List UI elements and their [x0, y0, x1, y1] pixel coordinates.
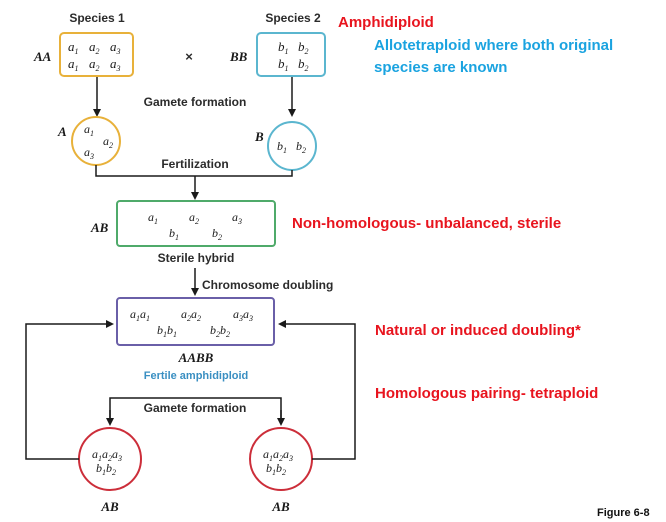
chromosome-a3: a3	[232, 210, 242, 226]
annotation-nonhomologous: Non-homologous- unbalanced, sterile	[292, 215, 562, 232]
species2-chromosomes: b1 b2 b1 b2	[278, 39, 309, 73]
chromosome-b1: b1	[277, 139, 287, 155]
chromosome-b1-pair: b1b1	[157, 323, 177, 339]
amphidiploid-box	[116, 297, 275, 346]
fertile-amphidiploid-label: Fertile amphidiploid	[144, 370, 249, 382]
chromosome-a3: a3	[84, 145, 94, 161]
chromosome-a1: a1	[84, 122, 94, 138]
annotation-amphidiploid: Amphidiploid	[338, 14, 434, 31]
chromosome-b2-pair: b2b2	[210, 323, 230, 339]
chromosome-b2: b2	[298, 39, 309, 56]
left-feedback-arrow	[25, 320, 114, 460]
gamete1-chromosomes: a1 a2 a3	[84, 122, 113, 161]
chromosome-a1: a1	[68, 56, 79, 73]
gamete-formation-connector	[109, 397, 282, 418]
chromosome-a3-pair: a3a3	[233, 307, 253, 323]
hybrid-genome-label: AB	[90, 220, 109, 235]
species2-genome-label: BB	[229, 49, 248, 64]
right-feedback-arrow	[278, 320, 356, 460]
chromosome-b1: b1	[169, 226, 179, 242]
chromosome-a-set: a1a2a3	[92, 447, 122, 463]
species1-title: Species 1	[69, 11, 125, 25]
chromosome-b1: b1	[278, 39, 289, 56]
amphidiploid-genome-label: AABB	[178, 350, 214, 365]
chromosome-b-set: b1b2	[266, 461, 286, 477]
cross-symbol: ×	[185, 49, 193, 64]
chromosome-a2: a2	[189, 210, 199, 226]
species1-chromosomes: a1 a2 a3 a1 a2 a3	[68, 39, 121, 73]
gamete2-genome-label: B	[254, 129, 264, 144]
chromosome-a2: a2	[103, 134, 113, 150]
figure-label: Figure 6-8	[597, 507, 650, 519]
species2-box	[256, 32, 326, 77]
chromosome-a2: a2	[89, 56, 100, 73]
amphidiploid-chromosomes: a1a1 a2a2 a3a3 b1b1 b2b2	[130, 307, 253, 339]
chromosome-a2-pair: a2a2	[181, 307, 201, 323]
chromosome-b2: b2	[298, 56, 309, 73]
chromosome-a3: a3	[110, 39, 121, 56]
chromosome-b2: b2	[296, 139, 306, 155]
annotation-allotetraploid-line1: Allotetraploid where both original	[374, 37, 614, 54]
gamete1-genome-label: A	[57, 124, 67, 139]
gamete2-circle	[267, 121, 317, 171]
chromosome-a1: a1	[148, 210, 158, 226]
gamete-formation-label: Gamete formation	[144, 95, 247, 109]
left-gamete-chromosomes: a1a2a3 b1b2	[92, 447, 122, 477]
sterile-hybrid-label: Sterile hybrid	[158, 251, 235, 265]
hybrid-box	[116, 200, 276, 247]
annotation-allotetraploid-line2: species are known	[374, 59, 508, 76]
right-gamete-chromosomes: a1a2a3 b1b2	[263, 447, 293, 477]
hybrid-chromosomes: a1 a2 a3 b1 b2	[148, 210, 242, 242]
annotation-natural-doubling: Natural or induced doubling*	[375, 322, 581, 339]
chromosome-a1: a1	[68, 39, 79, 56]
species1-box	[59, 32, 134, 77]
chromosome-b-set: b1b2	[96, 461, 116, 477]
chromosome-a2: a2	[89, 39, 100, 56]
gamete2-chromosomes: b1 b2	[277, 139, 306, 155]
species1-genome-label: AA	[33, 49, 52, 64]
species2-title: Species 2	[265, 11, 321, 25]
chromosome-a-set: a1a2a3	[263, 447, 293, 463]
left-gamete-genome-label: AB	[100, 499, 119, 514]
chromosome-a1-pair: a1a1	[130, 307, 150, 323]
right-gamete-genome-label: AB	[271, 499, 290, 514]
annotation-homologous-pairing: Homologous pairing- tetraploid	[375, 385, 599, 402]
chromosome-a3: a3	[110, 56, 121, 73]
chromosome-b1: b1	[278, 56, 289, 73]
fertilization-label: Fertilization	[161, 157, 228, 171]
chromosome-b2: b2	[212, 226, 222, 242]
gamete-formation-2-label: Gamete formation	[144, 401, 247, 415]
fertilization-connector	[95, 165, 293, 177]
chromosome-doubling-label: Chromosome doubling	[202, 278, 333, 292]
